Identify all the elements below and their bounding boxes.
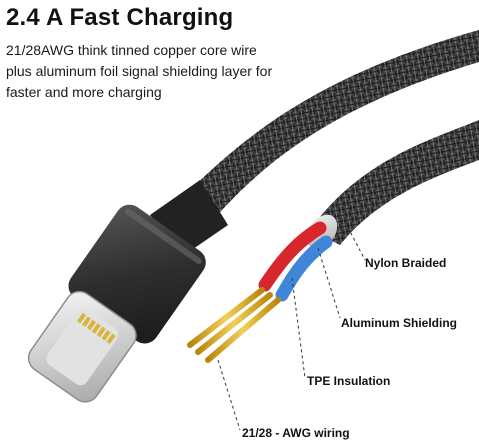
leader-tpe [291,277,306,379]
leader-aluminum [317,247,341,319]
callout-awg-wiring: 21/28 - AWG wiring [242,426,350,440]
braided-cable-lower [310,120,479,245]
description-line: plus aluminum foil signal shielding laye… [6,63,273,79]
description: 21/28AWG think tinned copper core wire p… [6,40,291,103]
braided-cable-upper [170,30,479,235]
gold-pin [195,292,273,355]
description-line: faster and more charging [6,84,162,100]
leader-nylon [344,221,366,261]
blue-wire [275,235,333,302]
headline: 2.4 A Fast Charging [6,4,234,31]
gold-pin [205,297,281,363]
leader-awg [217,359,241,431]
callout-aluminum-shielding: Aluminum Shielding [341,316,457,330]
callout-nylon-braided: Nylon Braided [365,256,447,270]
callout-tpe-insulation: TPE Insulation [307,374,391,388]
description-line: 21/28AWG think tinned copper core wire [6,42,257,58]
lightning-plug [27,290,137,403]
red-wire [258,221,327,292]
gold-pin [187,287,265,348]
